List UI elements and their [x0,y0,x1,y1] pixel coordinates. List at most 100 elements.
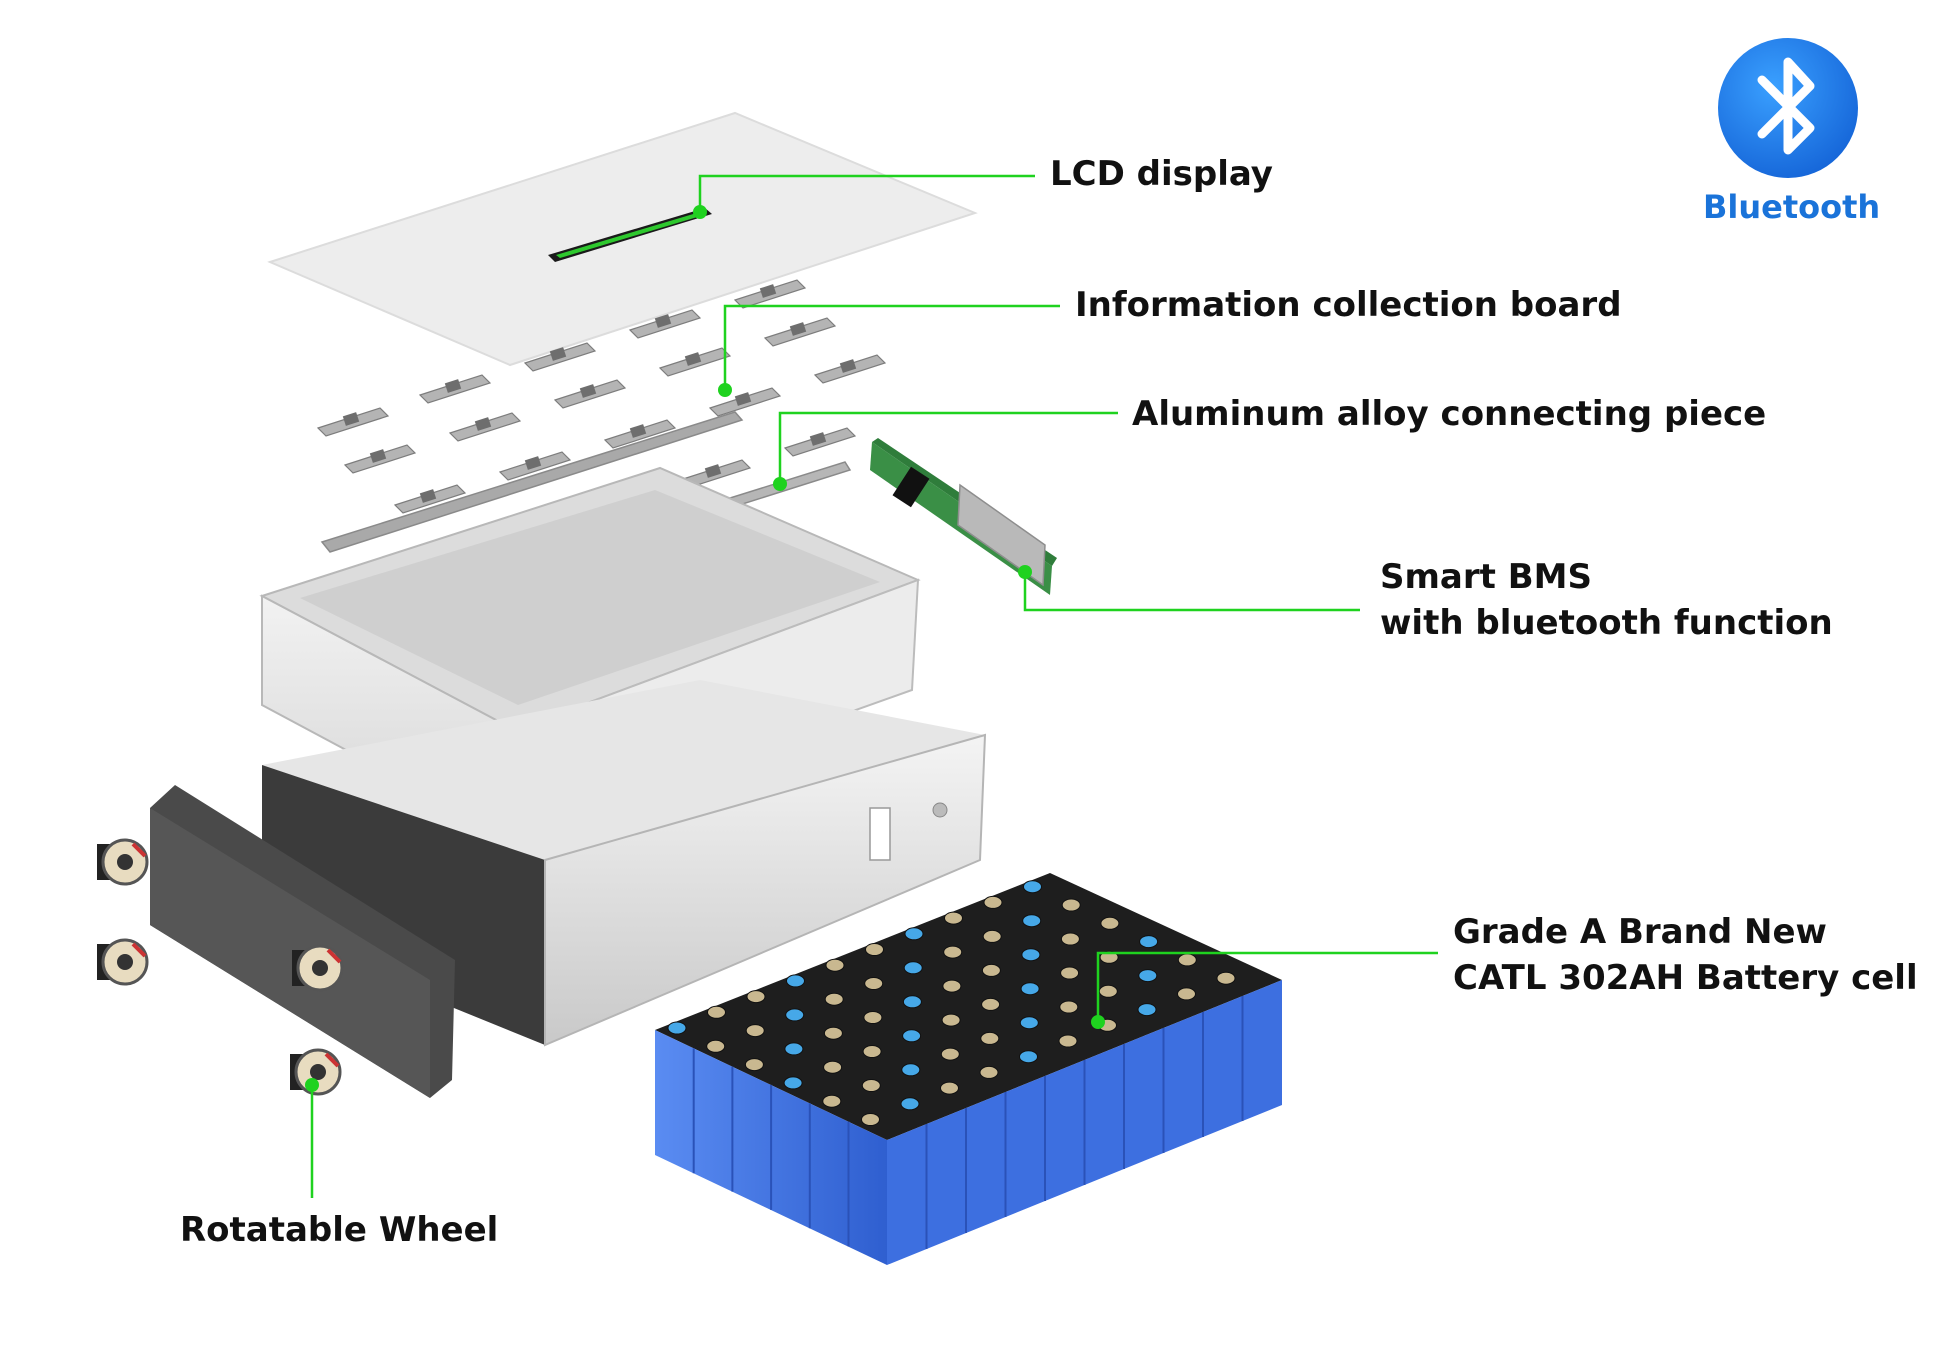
callout-info-board [723,304,1060,390]
cell-terminal [1058,1034,1078,1048]
label-bms-bluetooth-function: with bluetooth function [1380,603,1833,643]
callout-cell [1096,951,1438,1022]
connecting-tab [763,317,837,347]
bluetooth-badge [1718,38,1858,178]
label-smart-bms: Smart BMS [1380,557,1592,597]
cell-terminal [982,929,1002,943]
cell-terminal [983,895,1003,909]
connecting-tab [658,347,732,377]
connecting-tab [393,484,467,514]
cell-terminal [981,963,1001,977]
connecting-tab [708,387,782,417]
connecting-tabs [316,279,887,554]
cell-terminal [902,1029,922,1043]
cell-terminal [943,945,963,959]
cell-terminal [823,1060,843,1074]
connecting-tab [553,379,627,409]
battery-cell-block [655,873,1282,1265]
cell-terminal [1019,1050,1038,1064]
connecting-tab [813,354,887,384]
cell-terminal [942,979,962,993]
cell-terminal [822,1094,842,1108]
cell-terminal [944,911,963,925]
cell-terminal [667,1021,687,1035]
label-information-collection-board: Information collection board [1075,285,1622,325]
connecting-tab [523,342,597,372]
cell-terminal [1099,950,1119,964]
cell-terminal [862,1045,882,1058]
bluetooth-label: Bluetooth [1703,188,1881,226]
cell-terminal [979,1065,999,1079]
cell-terminal [980,1031,1000,1045]
callout-connector [778,411,1118,484]
cell-terminal [825,958,845,972]
cell-terminal [1060,932,1080,946]
cell-terminal [900,1097,920,1111]
cell-terminal [863,1011,883,1024]
rotatable-wheels [97,838,344,1096]
connecting-tab [343,444,417,474]
cell-terminal [785,1008,805,1022]
cell-terminal [1177,987,1196,1001]
cell-terminal [1019,1016,1039,1030]
label-rotatable-wheel: Rotatable Wheel [180,1210,499,1250]
cell-terminal [1059,1000,1079,1014]
cell-terminal [783,1076,803,1090]
cell-terminal [1021,948,1041,962]
cell-terminal [1177,953,1197,967]
cell-terminal [940,1047,960,1061]
cell-terminal [865,943,884,956]
cell-terminal [1023,880,1042,894]
callout-dots [305,205,1105,1092]
callout-lcd [698,174,1035,212]
label-lcd-display: LCD display [1050,154,1273,194]
cell-terminal [861,1113,880,1126]
label-catl-battery-cell: CATL 302AH Battery cell [1453,958,1918,998]
cell-terminal [745,1024,765,1038]
cell-terminal [1061,898,1081,912]
cell-terminal [707,1005,726,1019]
connecting-tab [448,412,522,442]
cell-terminal [744,1058,764,1072]
lcd-panel [267,111,978,367]
wheel [97,838,149,886]
cell-terminal [1098,984,1118,998]
cell-terminal [1137,1003,1157,1017]
callout-lines [310,174,1438,1198]
bms-board [870,438,1057,595]
cell-terminal [1100,916,1120,930]
cell-terminal [1020,982,1040,996]
cell-terminal [940,1081,959,1095]
connecting-tab [783,427,857,457]
cell-terminal [1138,969,1158,983]
cell-terminal [1060,966,1080,980]
cell-terminal [864,977,884,990]
cell-terminal [1139,935,1159,949]
cell-terminal [901,1063,921,1077]
cell-terminal [1216,971,1236,985]
cell-terminal [904,927,924,941]
cell-terminal [746,990,766,1004]
wheel [292,944,344,992]
cell-terminal [903,961,923,975]
outer-housing [262,680,987,1047]
wheel [97,938,149,986]
connecting-tab [498,451,572,481]
cell-terminal [706,1039,726,1053]
label-grade-a-brand-new: Grade A Brand New [1453,912,1827,952]
cell-terminal [823,1026,843,1040]
connecting-tab [418,374,492,404]
cell-terminal [981,997,1001,1011]
side-panel [150,785,455,1098]
label-aluminum-connecting-piece: Aluminum alloy connecting piece [1132,394,1767,434]
cell-terminal [902,995,922,1009]
connecting-tab [316,407,390,437]
connecting-tab [628,309,702,339]
cell-terminal [786,974,805,988]
cell-terminal [784,1042,804,1056]
cell-terminal [941,1013,961,1027]
callout-bms [1023,572,1360,612]
cell-terminal [1022,914,1042,928]
connecting-tab [603,419,677,449]
